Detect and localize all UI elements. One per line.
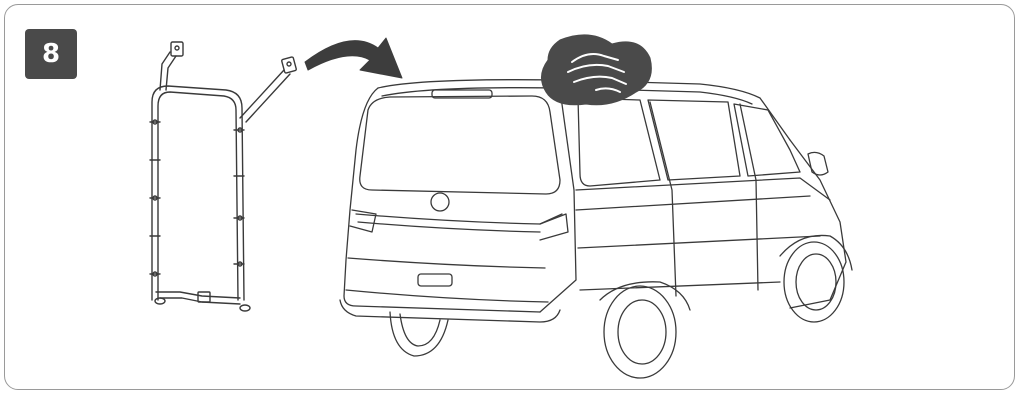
van-rear-icon [340, 80, 852, 378]
curved-arrow-icon [305, 38, 402, 78]
hand-wiping-icon [541, 35, 651, 105]
bike-rack-frame-icon [150, 42, 297, 311]
